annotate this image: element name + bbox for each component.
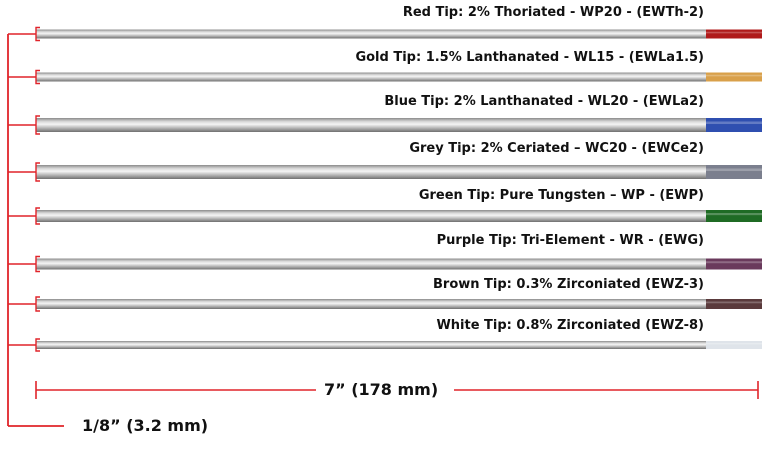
rod-body [36, 165, 706, 179]
tip-highlight [706, 213, 762, 216]
purple-tip-icon [706, 258, 762, 270]
electrode-label: Blue Tip: 2% Lanthanated - WL20 - (EWLa2… [384, 94, 704, 109]
grey-tip-icon [706, 165, 762, 179]
electrode-rod [8, 207, 762, 225]
blue-tip-icon [706, 118, 762, 132]
rod-body [36, 29, 706, 39]
rod-body [36, 258, 706, 270]
rod-body [36, 210, 706, 222]
electrode-rod [8, 69, 762, 85]
electrode-label: Red Tip: 2% Thoriated - WP20 - (EWTh-2) [402, 5, 704, 20]
electrode-label: Brown Tip: 0.3% Zirconiated (EWZ-3) [433, 277, 704, 292]
electrode-label: Gold Tip: 1.5% Lanthanated - WL15 - (EWL… [355, 50, 704, 65]
electrode-label: Grey Tip: 2% Ceriated – WC20 - (EWCe2) [409, 141, 704, 156]
tip-highlight [706, 121, 762, 125]
electrode-rod [8, 255, 762, 273]
electrode-rod [8, 162, 762, 182]
red-tip-icon [706, 29, 762, 39]
electrode-rod [8, 338, 762, 352]
gold-tip-icon [706, 72, 762, 82]
tip-highlight [706, 168, 762, 172]
electrode-label: White Tip: 0.8% Zirconiated (EWZ-8) [436, 318, 704, 333]
rod-body [36, 341, 706, 349]
tip-highlight [706, 31, 762, 34]
length-dimension-label: 7” (178 mm) [324, 380, 439, 399]
electrode-rod [8, 115, 762, 135]
electrode-label: Green Tip: Pure Tungsten – WP - (EWP) [418, 188, 704, 203]
tip-highlight [706, 74, 762, 77]
brown-tip-icon [706, 299, 762, 309]
electrode-rod [8, 26, 762, 42]
rod-body [36, 72, 706, 82]
tip-highlight [706, 343, 762, 345]
tip-highlight [706, 261, 762, 264]
rod-body [36, 118, 706, 132]
rod-body [36, 299, 706, 309]
diameter-dimension-label: 1/8” (3.2 mm) [82, 416, 209, 435]
tip-highlight [706, 301, 762, 304]
white-tip-icon [706, 341, 762, 349]
electrode-label: Purple Tip: Tri-Element - WR - (EWG) [436, 233, 704, 248]
green-tip-icon [706, 210, 762, 222]
electrode-rod [8, 296, 762, 312]
